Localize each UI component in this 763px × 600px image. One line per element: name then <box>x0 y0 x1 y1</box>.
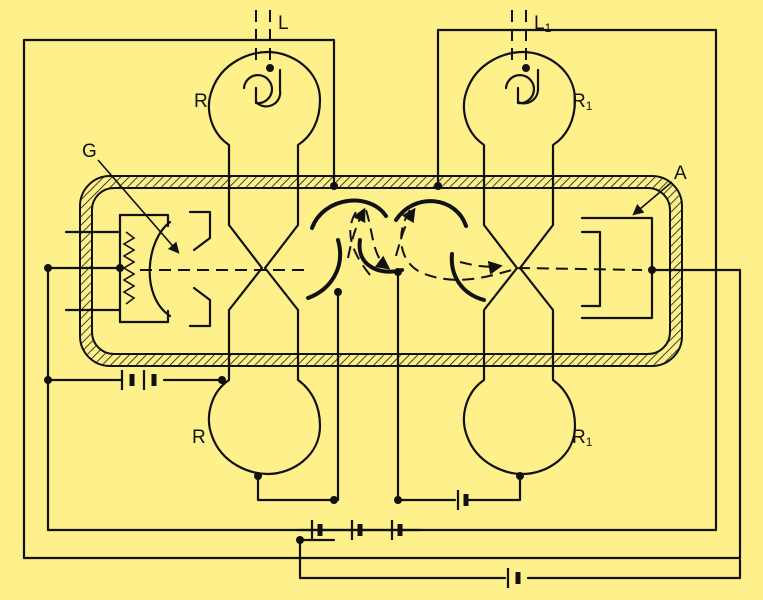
repeller-electrodes <box>306 198 503 302</box>
junction-dots <box>44 182 656 544</box>
pointer-g <box>97 159 180 254</box>
label-l1: L1 <box>534 13 552 35</box>
label-r-bottom: R <box>192 427 206 448</box>
output-leads <box>255 10 530 72</box>
batteries <box>120 370 521 588</box>
label-l: L <box>278 13 289 34</box>
label-a: A <box>674 163 687 184</box>
label-r1-top: R1 <box>572 91 593 113</box>
pointer-a <box>632 181 673 216</box>
label-r-top: R <box>194 91 208 112</box>
label-r1-bottom: R1 <box>572 427 593 449</box>
label-g: G <box>82 141 97 162</box>
resonator-left <box>207 50 322 476</box>
